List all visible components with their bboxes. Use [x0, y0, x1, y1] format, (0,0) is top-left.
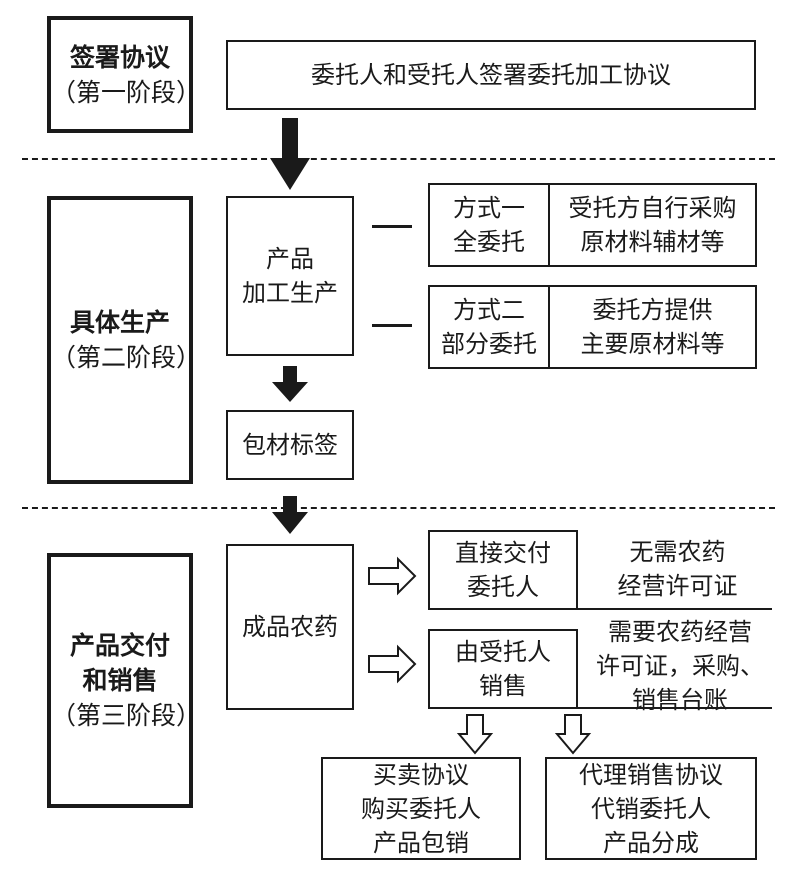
agency-agreement-box: 代理销售协议 代销委托人 产品分成: [545, 757, 757, 860]
down-hollow-arrow-2: [554, 714, 592, 755]
mode1-name-line1: 方式一: [453, 194, 525, 222]
agreement-box: 委托人和受托人签署委托加工协议: [226, 40, 756, 110]
product-box: 成品农药: [226, 544, 354, 710]
stage-divider-2: [22, 507, 775, 509]
trustee-sale-line1: 由受托人: [455, 638, 551, 666]
trustee-note-line2: 许可证，采购、: [596, 652, 764, 680]
packaging-box: 包材标签: [226, 410, 354, 480]
stage-divider-1: [22, 158, 775, 160]
down-arrow-3: [272, 496, 308, 534]
stage-two-subtitle: （第二阶段）: [51, 343, 202, 372]
buy-agreement-line1: 买卖协议: [373, 760, 469, 789]
direct-delivery-line1: 直接交付: [455, 539, 551, 567]
buy-agreement-line2: 购买委托人: [361, 794, 481, 823]
down-hollow-arrow-1: [456, 714, 494, 755]
packaging-label: 包材标签: [242, 431, 338, 459]
agreement-label: 委托人和受托人签署委托加工协议: [311, 61, 671, 89]
mode2-connector: [372, 324, 412, 327]
buy-agreement-box: 买卖协议 购买委托人 产品包销: [321, 757, 521, 860]
mode1-connector: [372, 225, 412, 228]
mode2-desc-box: 委托方提供 主要原材料等: [548, 285, 757, 369]
direct-delivery-box: 直接交付 委托人: [428, 530, 578, 610]
production-label-line1: 产品: [266, 245, 314, 273]
down-arrow-1: [270, 118, 310, 190]
agency-agreement-line3: 产品分成: [603, 828, 699, 857]
stage-two-box: 具体生产 （第二阶段）: [47, 196, 202, 484]
down-arrow-2: [272, 366, 308, 402]
production-label-line2: 加工生产: [242, 279, 338, 307]
production-box: 产品 加工生产: [226, 196, 354, 356]
stage-one-box: 签署协议 （第一阶段）: [47, 16, 202, 133]
mode2-name-line1: 方式二: [453, 296, 525, 324]
agency-agreement-line1: 代理销售协议: [579, 760, 723, 789]
trustee-note-line1: 需要农药经营: [608, 618, 752, 646]
buy-agreement-line3: 产品包销: [373, 828, 469, 857]
direct-note-line1: 无需农药: [629, 538, 726, 566]
right-hollow-arrow-1: [368, 556, 417, 596]
stage-two-title: 具体生产: [69, 308, 170, 337]
mode1-desc-line1: 受托方自行采购: [568, 194, 737, 222]
mode2-name-line2: 部分委托: [441, 330, 537, 358]
mode2-name-box: 方式二 部分委托: [428, 285, 550, 369]
right-hollow-arrow-2: [368, 644, 417, 684]
direct-note-line2: 经营许可证: [617, 572, 738, 600]
stage-one-subtitle: （第一阶段）: [51, 77, 202, 107]
stage-three-title-line2: 和销售: [82, 666, 158, 695]
mode1-desc-line2: 原材料辅材等: [580, 228, 725, 256]
mode1-name-box: 方式一 全委托: [428, 183, 550, 267]
mode1-name-line2: 全委托: [453, 228, 525, 256]
direct-note-underline: [578, 608, 772, 610]
trustee-note: 需要农药经营 许可证，采购、 销售台账: [585, 615, 775, 717]
stage-three-title-line1: 产品交付: [69, 631, 170, 660]
direct-delivery-line2: 委托人: [467, 573, 539, 601]
trustee-sale-line2: 销售: [479, 672, 527, 700]
mode2-desc-line2: 主要原材料等: [580, 330, 725, 358]
mode2-desc-line1: 委托方提供: [592, 296, 713, 324]
mode1-desc-box: 受托方自行采购 原材料辅材等: [548, 183, 757, 267]
stage-three-subtitle: （第三阶段）: [51, 701, 202, 730]
trustee-sale-box: 由受托人 销售: [428, 629, 578, 709]
stage-three-box: 产品交付 和销售 （第三阶段）: [47, 553, 202, 808]
product-label: 成品农药: [242, 613, 338, 641]
agency-agreement-line2: 代销委托人: [591, 794, 711, 823]
stage-one-title: 签署协议: [69, 42, 170, 72]
trustee-note-line3: 销售台账: [632, 686, 728, 714]
direct-note: 无需农药 经营许可证: [590, 535, 765, 603]
trustee-note-underline: [578, 707, 772, 709]
